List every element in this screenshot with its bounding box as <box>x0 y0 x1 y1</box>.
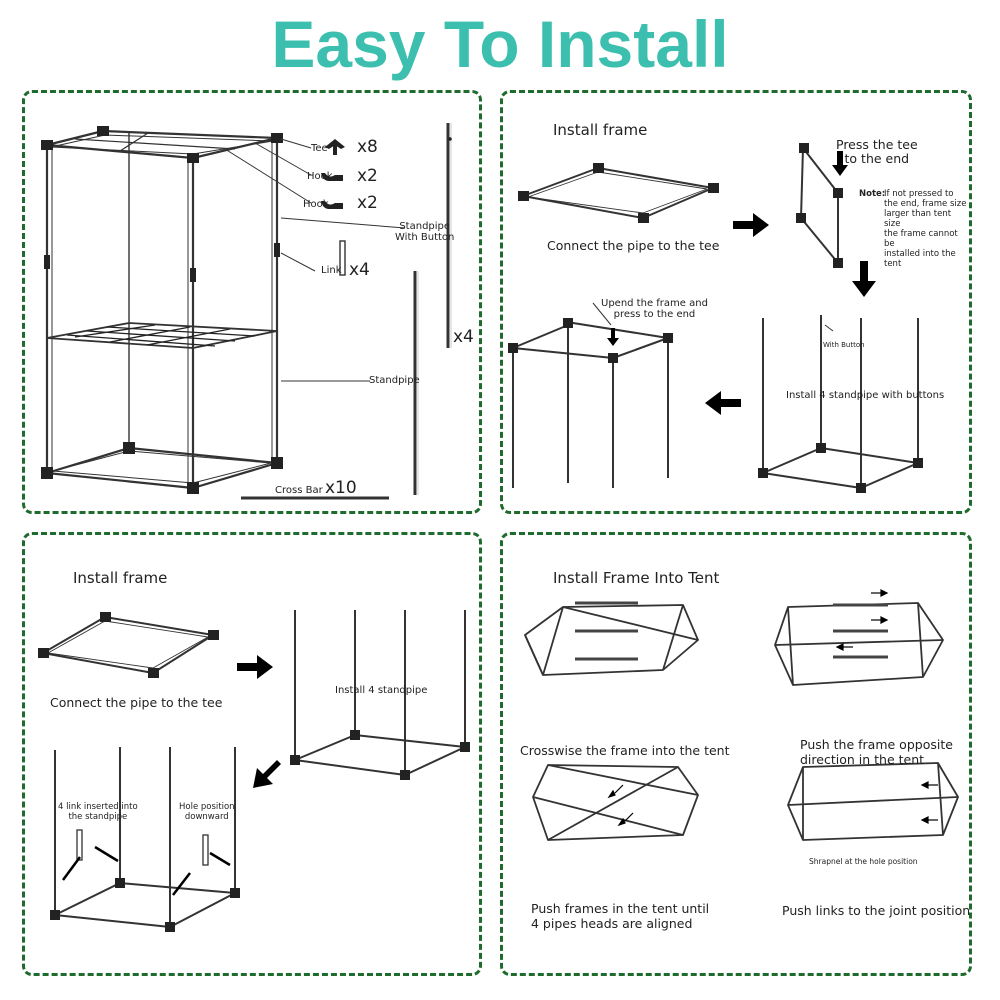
hole-position-caption: Hole position downward <box>179 802 235 822</box>
link-inserted-caption: 4 link inserted into the standpipe <box>58 802 138 822</box>
panel3-connect-caption: Connect the pipe to the tee <box>50 695 222 710</box>
hook1-qty: x2 <box>357 166 378 186</box>
panel-install-into-tent: Install Frame Into Tent Crosswise the fr… <box>500 532 972 976</box>
standpipe-button-qty: x4 <box>453 327 474 347</box>
tent-step1-caption: Crosswise the frame into the tent <box>520 743 730 758</box>
standpipe-label: Standpipe <box>369 375 420 386</box>
hook2-qty: x2 <box>357 193 378 213</box>
hook2-label: Hook <box>303 199 329 210</box>
tent-step3-caption: Push frames in the tent until 4 pipes he… <box>531 901 709 931</box>
tent-step4-caption: Push links to the joint position <box>782 903 970 918</box>
with-button-label: With Button <box>823 341 865 349</box>
tee-label: Tee <box>311 143 328 154</box>
page-title: Easy To Install <box>0 0 1000 88</box>
panel-install-frame-buttons: Install frame Connect the pipe to the te… <box>500 90 972 514</box>
tee-qty: x8 <box>357 137 378 157</box>
link-label: Link <box>321 265 341 276</box>
panel3-install-caption: Install 4 standpipe <box>335 685 427 696</box>
panel-parts: Tee x8 Hook x2 Hook x2 Standpipe With Bu… <box>22 90 482 514</box>
panel4-heading: Install Frame Into Tent <box>553 569 719 587</box>
install-standpipe-caption: Install 4 standpipe with buttons <box>786 390 944 401</box>
press-tee-caption: Press the tee to the end <box>836 138 918 166</box>
panel2-heading: Install frame <box>553 121 647 139</box>
shrapnel-label: Shrapnel at the hole position <box>809 857 918 866</box>
tent-step2-caption: Push the frame opposite direction in the… <box>800 737 953 767</box>
tent-frame-illustration <box>25 93 485 517</box>
standpipe-button-label: Standpipe With Button <box>395 221 454 243</box>
panel3-heading: Install frame <box>73 569 167 587</box>
panel-install-frame-links: Install frame Connect the pipe to the te… <box>22 532 482 976</box>
crossbar-qty: x10 <box>325 478 357 498</box>
hook1-label: Hook <box>307 171 333 182</box>
crossbar-label: Cross Bar <box>275 485 323 496</box>
link-qty: x4 <box>349 260 370 280</box>
panel2-connect-caption: Connect the pipe to the tee <box>547 238 719 253</box>
upend-caption: Upend the frame and press to the end <box>601 298 708 320</box>
note-text: If not pressed to the end, frame size la… <box>884 189 969 269</box>
note-label: Note: <box>859 189 885 199</box>
install-links-illustration <box>25 535 485 979</box>
